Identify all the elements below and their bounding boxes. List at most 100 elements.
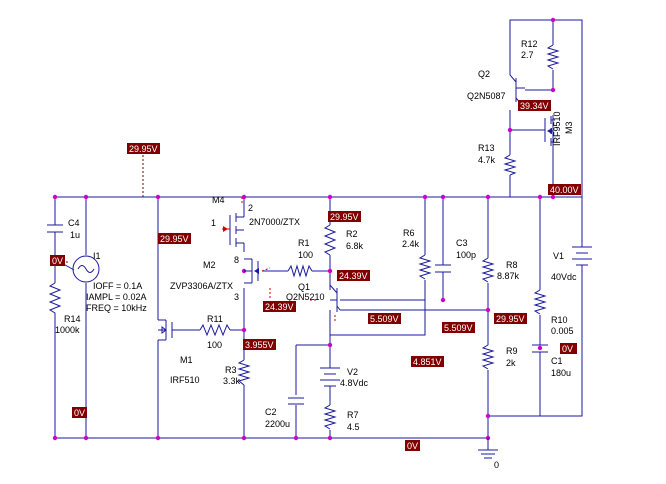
mosfet-m1-symbol xyxy=(158,319,173,341)
voltage-tag-v1-top: 40.00V xyxy=(548,184,581,195)
r12-ref: R12 xyxy=(521,39,538,49)
svg-text:29.95V: 29.95V xyxy=(330,212,359,222)
r10-ref: R10 xyxy=(551,315,568,325)
c1-ref: C1 xyxy=(551,356,563,366)
component-labels: C4 1u I1 IOFF = 0.1A IAMPL = 0.02A FREQ … xyxy=(55,39,577,470)
v2-value: 4.8Vdc xyxy=(340,378,369,388)
voltage-tag-q2-collector: 39.34V xyxy=(518,100,551,111)
svg-text:0V: 0V xyxy=(74,408,85,418)
r8-ref: R8 xyxy=(506,260,518,270)
voltage-tag-q1-base: 24.39V xyxy=(337,270,370,281)
r11-value: 100 xyxy=(207,340,222,350)
m2-pin-8: 8 xyxy=(234,255,239,265)
resistor-r14-symbol xyxy=(48,282,62,318)
r6-ref: R6 xyxy=(403,228,415,238)
i1-ioff: IOFF = 0.1A xyxy=(93,281,142,291)
i1-iampl: IAMPL = 0.02A xyxy=(86,292,146,302)
r10-value: 0.005 xyxy=(551,326,574,336)
r7-value: 4.5 xyxy=(347,422,360,432)
svg-text:4.851V: 4.851V xyxy=(413,357,442,367)
c4-ref: C4 xyxy=(68,218,80,228)
i1-ref: I1 xyxy=(93,251,101,261)
svg-text:0V: 0V xyxy=(407,441,418,451)
resistor-r9-symbol xyxy=(481,344,495,370)
r9-ref: R9 xyxy=(506,346,518,356)
svg-text:29.95V: 29.95V xyxy=(160,234,189,244)
m4-pin-1: 1 xyxy=(211,218,216,228)
resistor-r7-symbol xyxy=(323,404,337,430)
v1-value: 40Vdc xyxy=(551,272,577,282)
svg-text:24.39V: 24.39V xyxy=(339,271,368,281)
r14-ref: R14 xyxy=(64,314,81,324)
resistor-r13-symbol xyxy=(503,154,517,176)
m4-value: 2N7000/ZTX xyxy=(249,217,300,227)
r13-value: 4.7k xyxy=(478,155,496,165)
mosfet-m2-symbol xyxy=(244,258,271,300)
r3-ref: R3 xyxy=(225,365,237,375)
m3-ref: M3 xyxy=(564,121,574,134)
battery-v2-symbol xyxy=(320,360,340,395)
r6-value: 2.4k xyxy=(402,239,420,249)
svg-text:0V: 0V xyxy=(52,256,63,266)
svg-text:24.39V: 24.39V xyxy=(265,302,294,312)
voltage-tag-c3-node: 5.509V xyxy=(442,322,475,333)
r7-ref: R7 xyxy=(347,410,359,420)
m2-value: ZVP3306A/ZTX xyxy=(170,281,233,291)
resistor-r6-symbol xyxy=(418,254,432,280)
r14-value: 1000k xyxy=(55,325,80,335)
resistor-r1-symbol xyxy=(287,264,313,278)
m3-value: IRF9510 xyxy=(552,111,562,146)
svg-text:40.00V: 40.00V xyxy=(550,185,579,195)
voltage-tag-q1-emitter: 5.509V xyxy=(368,313,401,324)
capacitor-c4-symbol xyxy=(47,224,63,233)
q1-ref: Q1 xyxy=(298,282,310,292)
r1-ref: R1 xyxy=(298,238,310,248)
m4-pin-2: 2 xyxy=(248,203,253,213)
r13-ref: R13 xyxy=(478,143,495,153)
voltage-tag-c1-top: 0V xyxy=(560,343,577,354)
r12-value: 2.7 xyxy=(521,50,534,60)
i1-freq: FREQ = 10kHz xyxy=(86,303,147,313)
v1-ref: V1 xyxy=(553,251,564,261)
voltage-tag-top-probe: 29.95V xyxy=(127,143,160,154)
wires xyxy=(54,19,583,439)
probe-leaders xyxy=(62,155,144,263)
svg-text:5.509V: 5.509V xyxy=(444,323,473,333)
v2-ref: V2 xyxy=(347,367,358,377)
voltage-tag-r8-r9-mid: 29.95V xyxy=(494,313,527,324)
voltage-tag-i1-node: 0V xyxy=(50,255,65,266)
capacitor-c1-symbol xyxy=(532,344,548,353)
q2-value: Q2N5087 xyxy=(467,91,506,101)
svg-text:5.509V: 5.509V xyxy=(370,314,399,324)
mosfet-m4-symbol xyxy=(222,197,245,247)
svg-text:3.955V: 3.955V xyxy=(245,340,274,350)
r3-value: 3.3k xyxy=(223,376,241,386)
resistor-r8-symbol xyxy=(481,257,495,283)
resistor-r10-symbol xyxy=(533,289,547,315)
transistor-q1-symbol xyxy=(310,284,341,322)
c3-value: 100p xyxy=(456,250,476,260)
junction-dots xyxy=(52,17,556,441)
r11-ref: R11 xyxy=(207,314,223,324)
voltage-tag-bottom-rail: 0V xyxy=(405,440,420,451)
r1-value: 100 xyxy=(298,250,313,260)
voltage-tag-r6-bottom: 4.851V xyxy=(411,356,444,367)
r8-value: 8.87k xyxy=(497,271,520,281)
m4-ref: M4 xyxy=(212,195,225,205)
battery-v1-symbol xyxy=(572,246,592,270)
resistor-r2-symbol xyxy=(323,224,337,256)
voltage-tag-r2-top: 29.95V xyxy=(328,211,361,222)
svg-text:39.34V: 39.34V xyxy=(520,101,549,111)
mosfet-m3-symbol xyxy=(544,115,554,150)
voltage-tag-m2-node: 24.39V xyxy=(263,301,296,312)
voltage-tag-r3-top: 3.955V xyxy=(243,339,276,350)
ground-label: 0 xyxy=(494,460,499,470)
m1-value: IRF510 xyxy=(170,375,200,385)
resistor-r12-symbol xyxy=(546,44,560,70)
c2-ref: C2 xyxy=(265,407,277,417)
resistor-r3-symbol xyxy=(237,359,251,386)
m2-ref: M2 xyxy=(203,260,216,270)
c2-value: 2200u xyxy=(265,419,290,429)
r9-value: 2k xyxy=(506,358,516,368)
